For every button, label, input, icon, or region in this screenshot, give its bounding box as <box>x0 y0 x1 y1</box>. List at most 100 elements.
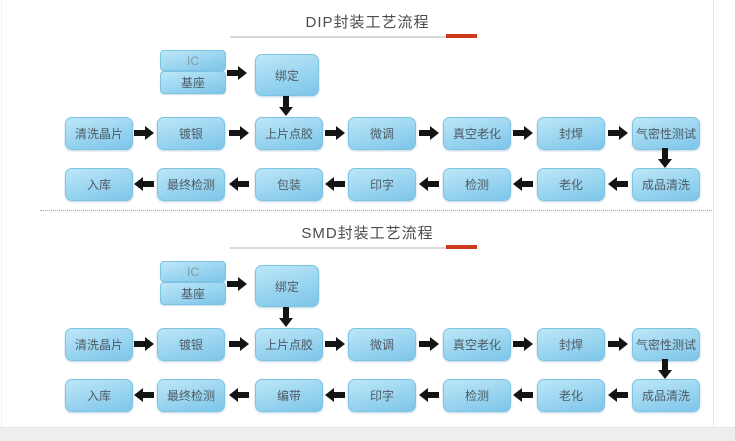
feeder-input-node-label: 基座 <box>180 76 205 90</box>
feeder-input-node: 基座 <box>160 71 226 94</box>
process-node: 镀银 <box>157 328 225 361</box>
arrow-left-icon <box>325 177 345 191</box>
process-node-label: 上片点胶 <box>264 338 313 352</box>
process-node: 清洗晶片 <box>65 328 133 361</box>
process-node-label: 微调 <box>369 127 394 141</box>
title-underline <box>230 247 477 249</box>
process-node: 上片点胶 <box>255 328 323 361</box>
process-node-label: 入库 <box>86 178 111 192</box>
arrow-left-icon <box>325 388 345 402</box>
arrow-down-icon <box>279 307 293 327</box>
process-node: 真空老化 <box>443 328 511 361</box>
arrow-right-icon <box>513 337 533 351</box>
process-node-label: 气密性测试 <box>635 338 696 352</box>
arrow-left-icon <box>134 388 154 402</box>
process-node: 封焊 <box>537 328 605 361</box>
process-node-label: 真空老化 <box>452 338 501 352</box>
process-node-label: 封焊 <box>558 127 583 141</box>
process-node-label: 印字 <box>369 389 394 403</box>
arrow-left-icon <box>608 388 628 402</box>
process-node-label: 封焊 <box>558 338 583 352</box>
process-node-label: 老化 <box>558 178 583 192</box>
arrow-left-icon <box>229 388 249 402</box>
process-node-label: 入库 <box>86 389 111 403</box>
title-underline-accent <box>446 245 477 249</box>
section-title: SMD封装工艺流程 <box>301 225 434 242</box>
process-node: 上片点胶 <box>255 117 323 150</box>
page-bottom-edge <box>0 427 735 441</box>
process-node: 老化 <box>537 168 605 201</box>
arrow-right-icon <box>325 337 345 351</box>
feeder-input-node: IC <box>160 50 226 71</box>
process-node-label: 微调 <box>369 338 394 352</box>
smd-flow-section: SMD封装工艺流程 IC 基座 绑定清洗晶片 镀银 上片点胶 微调 真空老化 封焊 气密性测试入库… <box>0 211 735 427</box>
arrow-right-icon <box>227 66 247 80</box>
section-divider <box>40 210 712 211</box>
dip-flow-section: DIP封装工艺流程 IC 基座 绑定清洗晶片 镀银 上片点胶 微调 真空老化 封焊 气密性测试入库… <box>0 0 735 211</box>
feeder-input-node-label: 基座 <box>180 287 205 301</box>
process-node-label: 老化 <box>558 389 583 403</box>
feeder-input-node-label: IC <box>187 53 199 68</box>
arrow-right-icon <box>229 337 249 351</box>
process-node-label: 包装 <box>276 178 301 192</box>
process-node: 包装 <box>255 168 323 201</box>
process-node: 气密性测试 <box>632 117 700 150</box>
arrow-left-icon <box>419 177 439 191</box>
process-node-label: 镀银 <box>178 127 203 141</box>
merge-node: 绑定 <box>255 265 319 307</box>
process-node-label: 清洗晶片 <box>74 338 123 352</box>
process-node: 最终检测 <box>157 379 225 412</box>
arrow-right-icon <box>419 126 439 140</box>
feeder-input-node: IC <box>160 261 226 282</box>
process-node: 入库 <box>65 379 133 412</box>
page-right-edge <box>713 0 714 427</box>
process-node: 检测 <box>443 379 511 412</box>
process-node: 最终检测 <box>157 168 225 201</box>
arrow-right-icon <box>513 126 533 140</box>
process-node: 入库 <box>65 168 133 201</box>
feeder-input-node-label: IC <box>187 264 199 279</box>
process-node-label: 气密性测试 <box>635 127 696 141</box>
arrow-right-icon <box>608 337 628 351</box>
arrow-right-icon <box>608 126 628 140</box>
feeder-input-node: 基座 <box>160 282 226 305</box>
process-node-label: 成品清洗 <box>641 178 690 192</box>
process-node-label: 最终检测 <box>166 389 215 403</box>
process-node-label: 镀银 <box>178 338 203 352</box>
process-node: 成品清洗 <box>632 379 700 412</box>
merge-node: 绑定 <box>255 54 319 96</box>
process-node: 成品清洗 <box>632 168 700 201</box>
merge-node-label: 绑定 <box>274 279 299 294</box>
arrow-down-icon <box>279 96 293 116</box>
process-node-label: 印字 <box>369 178 394 192</box>
process-node-label: 最终检测 <box>166 178 215 192</box>
process-node-label: 成品清洗 <box>641 389 690 403</box>
process-node-label: 清洗晶片 <box>74 127 123 141</box>
arrow-left-icon <box>229 177 249 191</box>
section-title: DIP封装工艺流程 <box>305 14 430 31</box>
title-underline-accent <box>446 34 477 38</box>
arrow-left-icon <box>134 177 154 191</box>
process-node: 老化 <box>537 379 605 412</box>
arrow-left-icon <box>419 388 439 402</box>
arrow-right-icon <box>229 126 249 140</box>
process-node: 封焊 <box>537 117 605 150</box>
arrow-right-icon <box>325 126 345 140</box>
title-underline <box>230 36 477 38</box>
arrow-right-icon <box>134 126 154 140</box>
process-node-label: 编带 <box>276 389 301 403</box>
process-node: 编带 <box>255 379 323 412</box>
process-node: 微调 <box>348 328 416 361</box>
process-node-label: 检测 <box>464 389 489 403</box>
process-node-label: 上片点胶 <box>264 127 313 141</box>
arrow-right-icon <box>134 337 154 351</box>
merge-node-label: 绑定 <box>274 68 299 83</box>
arrow-left-icon <box>513 388 533 402</box>
process-node: 清洗晶片 <box>65 117 133 150</box>
arrow-right-icon <box>227 277 247 291</box>
process-node: 气密性测试 <box>632 328 700 361</box>
process-node: 真空老化 <box>443 117 511 150</box>
process-node-label: 真空老化 <box>452 127 501 141</box>
arrow-down-icon <box>658 359 672 379</box>
